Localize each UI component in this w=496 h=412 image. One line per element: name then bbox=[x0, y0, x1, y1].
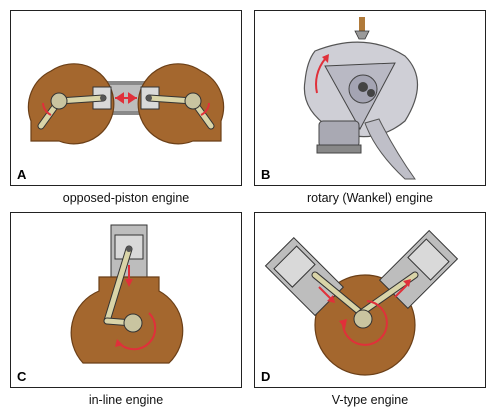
panel-letter-a: A bbox=[17, 167, 27, 182]
caption-opposed-piston: opposed-piston engine bbox=[62, 191, 190, 205]
intake bbox=[318, 120, 360, 148]
panel-v-type: D bbox=[254, 212, 486, 388]
exhaust-pipe bbox=[364, 118, 416, 180]
v-type-illustration bbox=[264, 229, 459, 376]
left-crankcase bbox=[27, 63, 115, 145]
panel-rotary: B bbox=[254, 10, 486, 186]
panel-letter-d: D bbox=[261, 369, 271, 384]
panel-opposed-piston: A bbox=[10, 10, 242, 186]
caption-v-type: V-type engine bbox=[331, 393, 409, 407]
left-cylinder bbox=[264, 236, 344, 317]
panel-inline: C bbox=[10, 212, 242, 388]
panel-letter-b: B bbox=[261, 167, 271, 182]
rotary-illustration bbox=[303, 17, 418, 180]
inline-illustration bbox=[70, 224, 184, 364]
opposed-piston-illustration bbox=[27, 63, 225, 145]
panel-letter-c: C bbox=[17, 369, 27, 384]
right-crankcase bbox=[137, 63, 225, 145]
caption-rotary: rotary (Wankel) engine bbox=[307, 191, 433, 205]
motion-arrows bbox=[42, 92, 210, 116]
caption-inline: in-line engine bbox=[88, 393, 164, 407]
